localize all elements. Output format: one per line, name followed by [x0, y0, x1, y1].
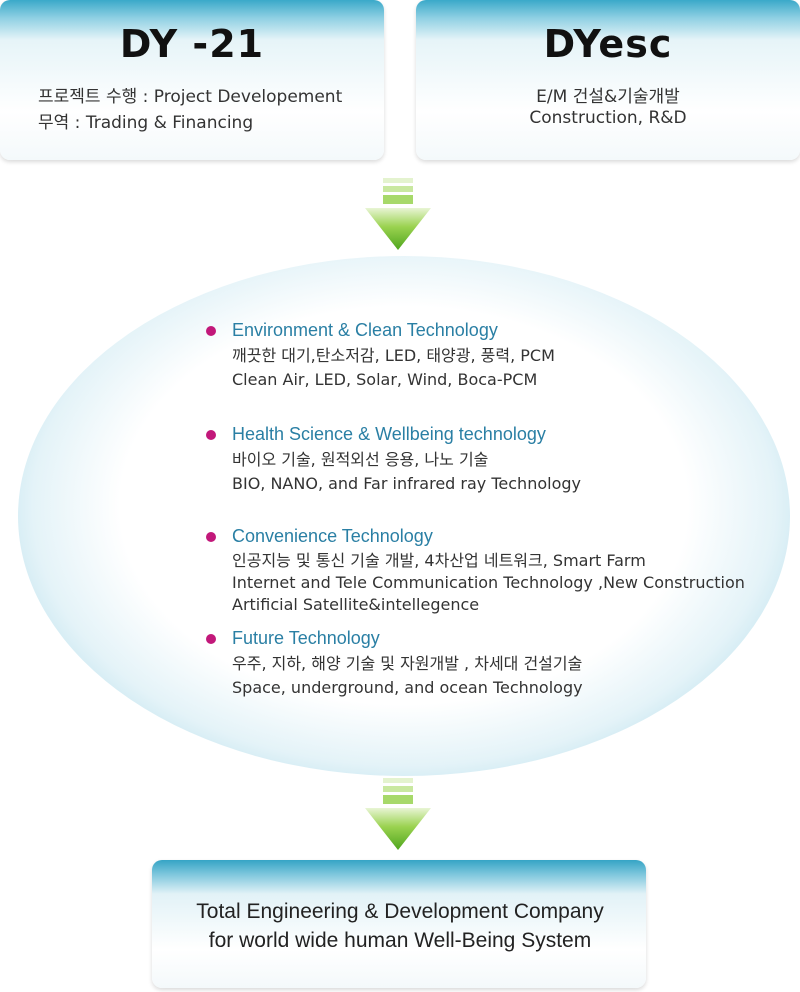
dy21-box: DY -21 프로젝트 수행 : Project Developement 무역…	[0, 0, 384, 160]
section-heading: Health Science & Wellbeing technology	[232, 424, 546, 444]
section-heading: Future Technology	[232, 628, 380, 648]
dyesc-box: DYesc E/M 건설&기술개발 Construction, R&D	[416, 0, 800, 160]
section-line: Artificial Satellite&intellegence	[232, 595, 480, 614]
bullet-icon	[206, 430, 216, 440]
section-line: Internet and Tele Communication Technolo…	[232, 573, 745, 592]
dy21-title: DY -21	[119, 22, 265, 66]
section-health: Health Science & Wellbeing technology 바이…	[206, 424, 581, 496]
section-heading: Convenience Technology	[232, 526, 433, 546]
dyesc-line-construction-kr: E/M 건설&기술개발	[536, 87, 680, 107]
section-line: Space, underground, and ocean Technology	[232, 678, 583, 697]
section-line: BIO, NANO, and Far infrared ray Technolo…	[232, 474, 581, 493]
section-environment: Environment & Clean Technology 깨끗한 대기,탄소…	[206, 320, 555, 392]
bullet-icon	[206, 532, 216, 542]
section-line: 깨끗한 대기,탄소저감, LED, 태양광, 풍력, PCM	[232, 346, 555, 365]
dy21-line-trading: 무역 : Trading & Financing	[38, 113, 254, 133]
company-summary-line2: for world wide human Well-Being System	[208, 929, 592, 952]
bullet-icon	[206, 326, 216, 336]
company-summary-box	[152, 860, 646, 988]
company-summary-line1: Total Engineering & Development Company	[196, 900, 604, 923]
section-heading: Environment & Clean Technology	[232, 320, 498, 340]
technology-ellipse	[18, 256, 790, 776]
dy21-line-project: 프로젝트 수행 : Project Developement	[38, 87, 343, 107]
section-line: 바이오 기술, 원적외선 응용, 나노 기술	[232, 450, 489, 469]
section-line: Clean Air, LED, Solar, Wind, Boca-PCM	[232, 370, 538, 389]
section-line: 인공지능 및 통신 기술 개발, 4차산업 네트워크, Smart Farm	[232, 551, 646, 570]
section-convenience: Convenience Technology 인공지능 및 통신 기술 개발, …	[206, 526, 745, 616]
bullet-icon	[206, 634, 216, 644]
dyesc-line-construction-en: Construction, R&D	[529, 108, 687, 128]
section-line: 우주, 지하, 해양 기술 및 자원개발 , 차세대 건설기술	[232, 654, 583, 673]
dyesc-title: DYesc	[543, 22, 673, 66]
arrow-down-icon	[365, 778, 431, 850]
arrow-down-icon	[365, 178, 431, 250]
section-future: Future Technology 우주, 지하, 해양 기술 및 자원개발 ,…	[206, 628, 583, 700]
